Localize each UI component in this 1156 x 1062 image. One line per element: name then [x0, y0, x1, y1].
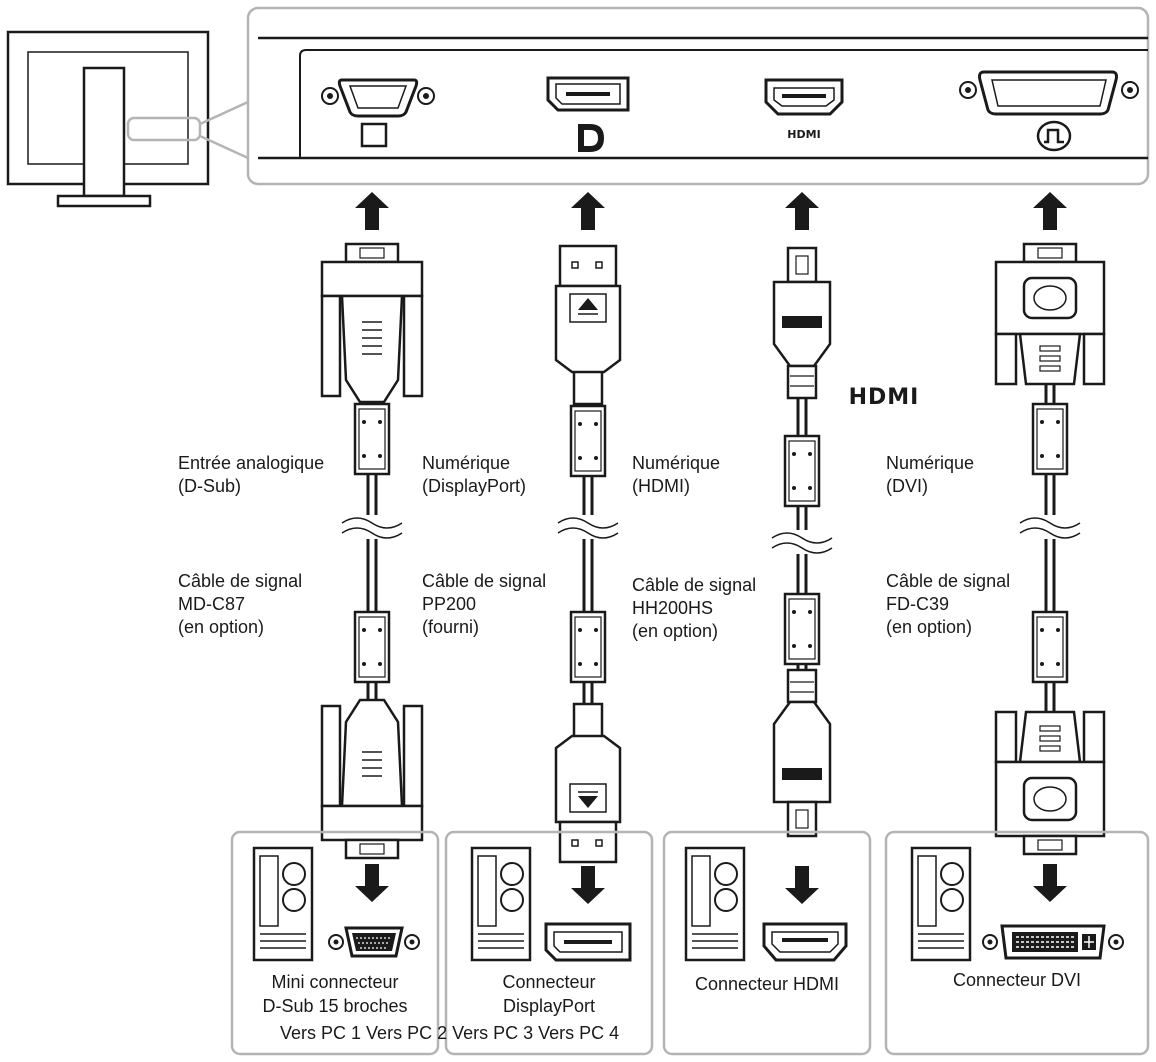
- vga-port-icon: [321, 78, 435, 118]
- pc-panel-2: [444, 830, 654, 1056]
- displayport-port-icon: [546, 76, 630, 112]
- pc-hdmi-connector-icon: [762, 922, 848, 962]
- pc-panel-4: [884, 830, 1150, 1056]
- pc-panel-3: [662, 830, 872, 1056]
- pc-tower-icon: [470, 846, 532, 962]
- displayport-cable: [554, 244, 622, 864]
- up-arrow-icon: [785, 192, 819, 230]
- pc-tower-icon: [910, 846, 972, 962]
- analog-input-icon: [360, 122, 388, 148]
- signal-label-4: Numérique(DVI): [886, 453, 975, 496]
- up-arrow-icon: [355, 192, 389, 230]
- pc-target-2: Vers PC 2: [366, 1023, 448, 1043]
- up-arrow-icon: [1033, 192, 1067, 230]
- pc-displayport-connector-icon: [544, 922, 632, 962]
- dvi-port-icon: [959, 70, 1139, 116]
- pc-panel-1: [230, 830, 440, 1056]
- pc-target-1: Vers PC 1: [280, 1023, 362, 1043]
- dsub-cable: [320, 242, 424, 860]
- pc-tower-icon: [684, 846, 746, 962]
- hdmi-cable: [771, 246, 833, 838]
- pc-target-4: Vers PC 4: [538, 1023, 620, 1043]
- down-arrow-icon: [785, 866, 819, 904]
- pc-dsub-connector-icon: [328, 926, 420, 958]
- pc-dvi-connector-icon: [982, 924, 1124, 960]
- pc-connector-caption-4: Connecteur DVI: [952, 970, 1082, 990]
- down-arrow-icon: [1033, 864, 1067, 902]
- hdmi-port-icon: [764, 78, 844, 116]
- signal-label-2: Numérique(DisplayPort): [422, 453, 527, 496]
- hdmi-logo: HDMI: [849, 385, 920, 410]
- down-arrow-icon: [355, 864, 389, 902]
- down-arrow-icon: [571, 866, 605, 904]
- up-arrow-icon: [571, 192, 605, 230]
- hdmi-port-symbol: HDMI: [787, 128, 820, 141]
- monitor-thumbnail: [6, 30, 249, 208]
- pc-connector-caption-3: Connecteur HDMI: [694, 974, 840, 994]
- dvi-cable: [994, 242, 1106, 856]
- pc-tower-icon: [252, 846, 314, 962]
- digital-input-icon: [1036, 120, 1072, 152]
- signal-label-3: Numérique(HDMI): [632, 453, 721, 496]
- signal-label-1: Entrée analogique(D-Sub): [178, 453, 325, 496]
- pc-target-3: Vers PC 3: [452, 1023, 534, 1043]
- monitor-port-panel: [246, 6, 1150, 186]
- displayport-logo-icon: [578, 124, 604, 152]
